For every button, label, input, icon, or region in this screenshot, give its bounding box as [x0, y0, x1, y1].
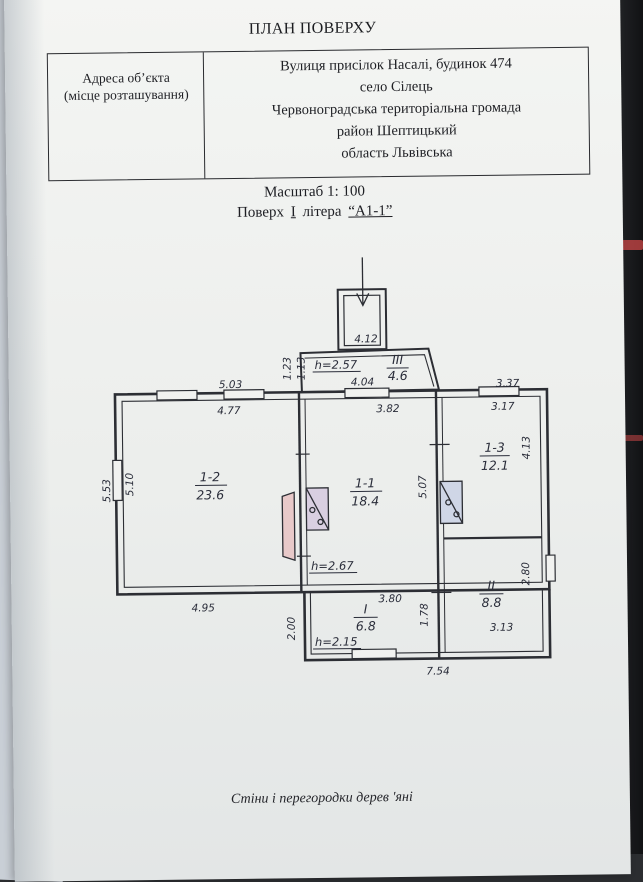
dimension: 5.53 — [101, 479, 113, 503]
dimension: 2.00 — [286, 617, 298, 641]
dimension: 4.77 — [217, 405, 241, 417]
dimension: 1.78 — [419, 603, 431, 627]
document-page: ПЛАН ПОВЕРХУ Адреса об’єкта (місце розта… — [4, 0, 631, 882]
dimension: 1.23 — [282, 357, 294, 381]
dimension: 3.37 — [496, 377, 520, 389]
ceiling-height: h=2.15 — [315, 634, 358, 649]
room-area: 8.8 — [481, 595, 501, 610]
room-number: III — [392, 352, 404, 367]
floor-plan: 1-1 18.4 1-2 23.6 1-3 12.1 I 6.8 II 8.8 … — [4, 0, 631, 882]
dimension: 3.80 — [378, 593, 402, 605]
room-number: II — [488, 578, 496, 593]
dimension: 7.54 — [426, 665, 450, 677]
dimension: 3.82 — [376, 403, 400, 415]
room-number: 1-2 — [200, 469, 221, 484]
room-number: I — [364, 601, 368, 616]
room-number: 1-3 — [484, 440, 505, 455]
room-number: 1-1 — [355, 475, 376, 490]
dimension: 2.80 — [520, 562, 532, 586]
room-area: 23.6 — [196, 487, 224, 502]
dimension: 3.17 — [491, 401, 515, 413]
dimension: 3.13 — [490, 622, 514, 634]
dimension: 5.07 — [417, 475, 429, 499]
entrance-arrow-icon — [362, 257, 363, 305]
dimension: 4.12 — [354, 333, 378, 345]
dimension: 4.13 — [520, 436, 532, 460]
ceiling-height: h=2.67 — [311, 559, 354, 574]
dimension: 1.13 — [296, 357, 308, 381]
room-area: 12.1 — [481, 458, 509, 473]
dimension: 5.10 — [124, 472, 136, 496]
room-area: 6.8 — [356, 618, 376, 633]
room-area: 18.4 — [351, 493, 379, 508]
dimension: 4.95 — [191, 602, 215, 614]
dimension: 5.03 — [219, 379, 243, 391]
ceiling-height: h=2.57 — [315, 357, 358, 372]
room-area: 4.6 — [388, 368, 408, 383]
dimension: 4.04 — [351, 376, 375, 388]
